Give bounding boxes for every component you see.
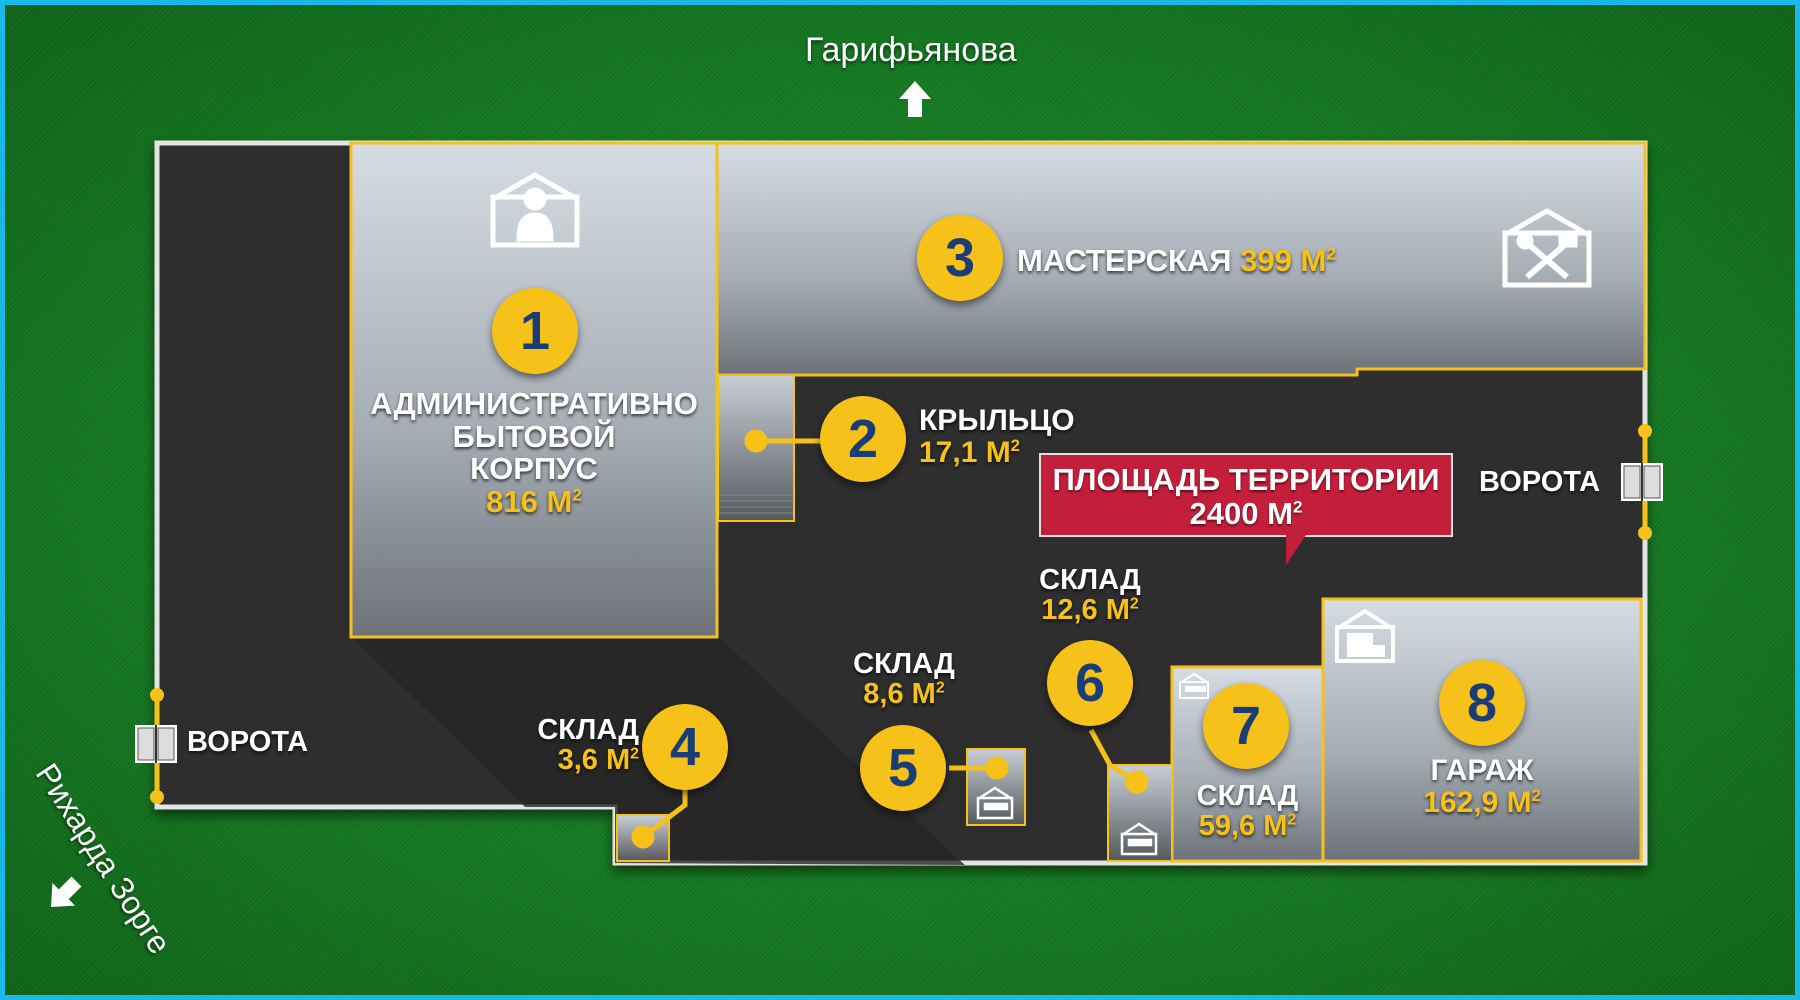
office-person-icon (490, 172, 580, 248)
building-1-label: АДМИНИСТРАТИВНО БЫТОВОЙ КОРПУС 816 М2 (370, 386, 698, 519)
arrow-down-left-icon (51, 876, 82, 907)
building-8-badge: 8 (1439, 660, 1525, 746)
workshop-tools-icon (1502, 208, 1592, 288)
building-5-badge: 5 (860, 725, 946, 811)
building-7-badge: 7 (1203, 683, 1289, 769)
warehouse-icon (1120, 822, 1158, 856)
porch-steps (719, 494, 793, 514)
building-3-label: МАСТЕРСКАЯ 399 М2 (1017, 243, 1336, 278)
street-top-label: Гарифьянова (805, 31, 1017, 69)
building-6-badge: 6 (1047, 640, 1133, 726)
building-5-label: СКЛАД 8,6 М2 (853, 648, 955, 711)
arrow-up-icon (899, 81, 931, 117)
warehouse-icon (1335, 608, 1395, 663)
building-1-badge: 1 (492, 288, 578, 374)
gate-left-icon (135, 725, 177, 763)
building-3-badge: 3 (917, 215, 1003, 301)
plan-drawing (51, 81, 1663, 907)
warehouse-icon (976, 786, 1014, 820)
leader-lines (631, 429, 1149, 849)
gate-right-label: ВОРОТА (1479, 466, 1601, 498)
building-4-label: СКЛАД 3,6 М2 (537, 714, 639, 777)
gate-left-label: ВОРОТА (187, 726, 309, 758)
building-6-label: СКЛАД 12,6 М2 (1039, 564, 1141, 627)
building-2-badge: 2 (820, 396, 906, 482)
building-4-badge: 4 (642, 704, 728, 790)
warehouse-icon (1179, 672, 1209, 699)
building-7-label: СКЛАД 59,6 М2 (1196, 780, 1299, 843)
building-2-label: КРЫЛЬЦО 17,1 М2 (919, 404, 1075, 469)
gate-right-icon (1621, 463, 1663, 501)
territory-area-banner: ПЛОЩАДЬ ТЕРРИТОРИИ 2400 М2 (1039, 453, 1453, 565)
building-8-label: ГАРАЖ 162,9 М2 (1423, 754, 1541, 819)
